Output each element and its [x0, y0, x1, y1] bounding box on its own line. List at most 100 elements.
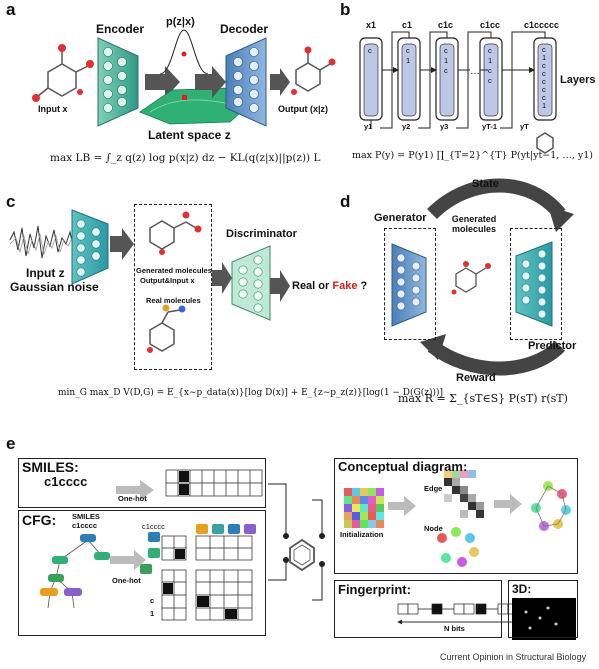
init-heatmap — [344, 488, 384, 528]
cfg-tree-nodes — [40, 534, 110, 596]
panel-b-label: b — [340, 0, 351, 19]
node-label: Node — [424, 524, 443, 533]
rnn-equation: max P(y) = P(y1) ∏_{T=2}^{T} P(yt|yt−1, … — [352, 150, 593, 161]
output-input-label: Output&Input x — [140, 276, 195, 285]
cfg-row-1: 1 — [150, 609, 155, 618]
reward-label: Reward — [456, 372, 496, 384]
arrow-dec-out — [270, 68, 290, 96]
arrow-disc-out — [270, 270, 290, 302]
arrow-gen-box — [110, 228, 134, 260]
top-c1c: c1c — [438, 20, 454, 30]
edge-matrix — [444, 470, 484, 518]
output-ring — [531, 481, 571, 531]
arrow-latent-dec — [195, 66, 226, 98]
noise-label: Gaussian noise — [10, 280, 99, 294]
state-label: State — [472, 178, 499, 190]
gaussian-noise — [9, 225, 79, 259]
output-label: Output (x|z) — [278, 104, 329, 114]
col-5-token-3: c — [542, 61, 546, 70]
top-c1ccccc: c1ccccc — [524, 20, 560, 30]
edge-label: Edge — [424, 484, 443, 493]
panel-c-label: c — [6, 192, 16, 211]
cfg-onehot-label: One-hot — [112, 576, 141, 585]
discriminator-net — [231, 245, 271, 321]
encoder-label: Encoder — [96, 22, 145, 36]
svg-text:…: … — [470, 66, 480, 77]
reward-arrow — [427, 340, 565, 376]
benzene-b — [536, 132, 554, 154]
smiles-string: c1cccc — [44, 474, 88, 489]
col-4-token-2: 1 — [488, 56, 493, 65]
cfg-grid-2 — [161, 569, 253, 621]
benzene-e — [289, 538, 315, 572]
molecules-box — [134, 204, 212, 370]
real-or-text: Real or — [292, 280, 330, 292]
bottom-yT: yT — [520, 122, 529, 131]
col-5-token-7: c — [542, 93, 546, 102]
gaussian-curve — [159, 29, 209, 75]
node-ring — [437, 527, 479, 567]
concept-title: Conceptual diagram: — [338, 459, 468, 474]
threed-title: 3D: — [512, 582, 532, 596]
e-connectors — [268, 483, 323, 601]
cfg-row-c: c — [150, 596, 155, 605]
arrow-init — [388, 496, 416, 516]
col-3-token-1: c — [444, 46, 448, 55]
real-molecule-c — [147, 304, 186, 353]
question-mark: ? — [360, 280, 368, 292]
output-molecule-a — [291, 46, 336, 95]
generated-molecule-c — [149, 211, 202, 255]
footer-credit: Current Opinion in Structural Biology — [440, 652, 587, 662]
decoder-label: Decoder — [220, 22, 269, 36]
concept-box — [334, 458, 578, 574]
threed-box — [508, 580, 578, 638]
col-5-token-1: c — [542, 45, 546, 54]
col-5-token-2: 1 — [542, 53, 547, 62]
col-5-token-5: c — [542, 77, 546, 86]
panel-a-label: a — [6, 0, 16, 19]
input-x-label: Input x — [38, 104, 68, 114]
arrow-smiles-onehot — [116, 480, 154, 500]
col-5-token-8: 1 — [542, 101, 547, 110]
rl-equation: max R = Σ_{sT∈S} P(sT) r(sT) — [398, 392, 568, 405]
cfg-box — [18, 510, 266, 636]
bottom-y3: y3 — [440, 122, 449, 131]
vae-equation: max LB = ∫_z q(z) log p(x|z) dz − KL(q(z… — [50, 152, 321, 164]
col-3-token-2: 1 — [444, 56, 449, 65]
input-molecule-a — [32, 44, 94, 102]
col-4-token-3: c — [488, 66, 492, 75]
pzx-label: p(z|x) — [166, 16, 195, 28]
arrow-box-disc — [212, 262, 232, 294]
generator-box — [384, 228, 436, 340]
fake-text: Fake — [332, 280, 358, 292]
nbits-label: N bits — [444, 624, 465, 633]
arrow-cfg — [110, 550, 146, 570]
panel-d-label: d — [340, 192, 351, 211]
gan-equation: min_G max_D V(D,G) = E_{x∼p_data(x)}[log… — [58, 388, 444, 398]
cfg-title: CFG: — [22, 512, 57, 528]
cfg-smiles-label: SMILES — [72, 512, 100, 521]
rnn-columns — [359, 31, 557, 129]
init-label: Initialization — [340, 530, 384, 539]
real-molecules-label: Real molecules — [146, 296, 201, 305]
arrow-edge — [494, 494, 522, 514]
latent-label: Latent space z — [148, 128, 231, 142]
bottom-y2: y2 — [402, 122, 411, 131]
predictor-box — [510, 228, 562, 340]
generator-net-c — [71, 209, 109, 285]
cfg-grid-1 — [161, 535, 253, 561]
col-2-token-2: 1 — [406, 56, 411, 65]
predictor-label: Predictor — [528, 340, 577, 352]
generated-molecule-d — [451, 261, 491, 295]
arrow-enc-latent — [145, 66, 180, 98]
fingerprint-box — [334, 580, 502, 638]
col-3-token-3: c — [444, 66, 448, 75]
cfg-smiles-string: c1cccc — [72, 521, 98, 530]
bottom-yT-1: yT-1 — [482, 122, 498, 131]
fingerprint-title: Fingerprint: — [338, 582, 411, 597]
generated-molecules-label: Generated molecules — [136, 266, 212, 275]
col-4-token-4: c — [488, 76, 492, 85]
top-c1: c1 — [402, 20, 413, 30]
discriminator-label: Discriminator — [226, 228, 297, 240]
